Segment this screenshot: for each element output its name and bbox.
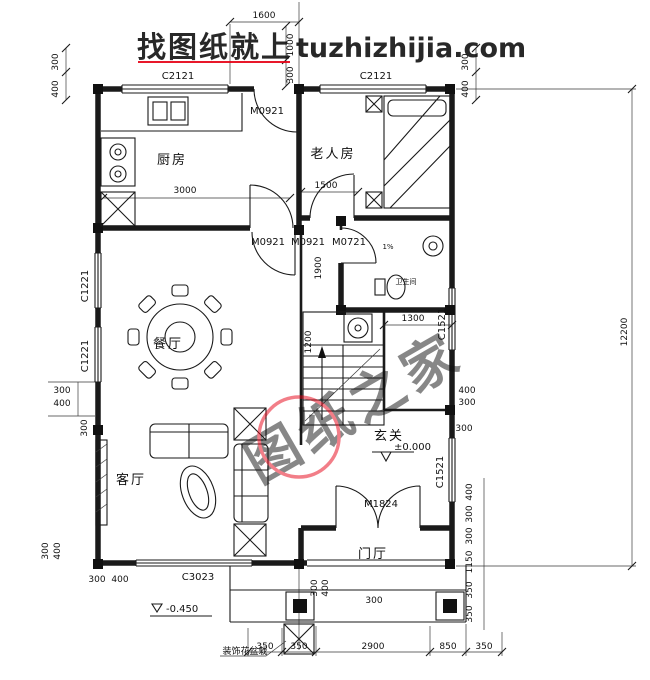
- tag-m0721: M0721: [332, 237, 366, 248]
- dim-right-300c: 300: [465, 505, 475, 522]
- watermarks: 找图纸就上 tuzhizhijia.com: [137, 30, 526, 64]
- dim-bottom-350b: 350: [290, 642, 307, 652]
- note-planter: 装饰花盆栽: [222, 645, 267, 657]
- dim-bottom-400a: 400: [321, 579, 331, 596]
- dim-right-300b: 300: [455, 424, 472, 434]
- dim-top-300a: 300: [286, 66, 296, 83]
- dim-left-300c: 300: [41, 542, 51, 559]
- room-label-kitchen: 厨房: [157, 152, 187, 168]
- tag-c3023: C3023: [182, 572, 214, 583]
- dimension-lines: [48, 2, 637, 657]
- note-slope: 1%: [382, 243, 393, 251]
- window-c1221-upper: [94, 252, 102, 309]
- dim-bottom-350a: 350: [256, 642, 273, 652]
- room-label-bath: 卫生间: [396, 277, 417, 286]
- tag-c1221-lower: C1221: [80, 340, 91, 372]
- tag-c1521-upper: C1521: [437, 308, 448, 340]
- door-m0921-kitchen: [249, 184, 294, 229]
- door-elder-room: [309, 173, 355, 219]
- room-label-hall: 门厅: [358, 547, 388, 562]
- dim-left-400a: 400: [53, 399, 70, 409]
- elevation-markers: [150, 451, 414, 617]
- dim-left-300a: 300: [53, 386, 70, 396]
- room-label-living: 客厅: [116, 472, 146, 488]
- dim-left-300b: 300: [80, 419, 90, 436]
- windows: [94, 84, 456, 567]
- dim-right-350a: 350: [465, 581, 475, 598]
- dim-inner-1200: 1200: [304, 330, 314, 353]
- dim-topright-300: 300: [461, 53, 471, 70]
- dim-bottom-300a: 300: [310, 579, 320, 596]
- bathroom-fixtures: [343, 235, 444, 343]
- dim-left-400c: 400: [111, 575, 128, 585]
- dim-topleft-400: 400: [51, 80, 61, 97]
- dim-right-1150: 1150: [465, 550, 475, 573]
- door-m0921-top: [253, 88, 298, 133]
- dining-table: [127, 284, 233, 390]
- window-c2121-right: [319, 84, 427, 94]
- dim-inner-3000: 3000: [174, 186, 197, 196]
- window-c2121-left: [121, 84, 229, 94]
- door-m1824-entry: [335, 485, 421, 529]
- dim-right-300d: 300: [465, 527, 475, 544]
- tag-m1824: M1824: [364, 499, 398, 510]
- tag-c1521-lower: C1521: [435, 456, 446, 488]
- stairs: [302, 311, 385, 426]
- labels: 厨房 老人房 餐厅 客厅 玄关 门厅 卫生间 C2121 C2121 M0921…: [41, 11, 630, 657]
- dim-bottom-2900: 2900: [362, 642, 385, 652]
- dim-top-1600: 1600: [253, 11, 276, 21]
- columns: [93, 84, 455, 569]
- tag-m0921-a: M0921: [251, 237, 285, 248]
- dim-inner-1500: 1500: [315, 181, 338, 191]
- kitchen-fixtures: [100, 93, 243, 227]
- tag-m0921-top: M0921: [250, 106, 284, 117]
- dim-inner-1300: 1300: [402, 314, 425, 324]
- level-ground: ±0.000: [394, 442, 431, 453]
- dim-inner-1900: 1900: [314, 256, 324, 279]
- living-room-furniture: [95, 407, 269, 557]
- doors: [249, 88, 421, 529]
- planter-box: [283, 623, 315, 655]
- dim-left-300d: 300: [88, 575, 105, 585]
- dim-top-1000: 1000: [286, 33, 296, 56]
- watermark-header-site: tuzhizhijia.com: [296, 33, 526, 64]
- dim-bottom-300b: 300: [365, 596, 382, 606]
- tag-c1221-upper: C1221: [80, 270, 91, 302]
- room-label-elder: 老人房: [310, 146, 355, 162]
- level-porch: -0.450: [166, 604, 198, 615]
- porch: [220, 566, 467, 657]
- watermark-header-cn: 找图纸就上: [137, 30, 292, 64]
- room-label-foyer: 玄关: [374, 429, 404, 444]
- dim-bottom-350c: 350: [475, 642, 492, 652]
- window-c1221-lower: [94, 326, 102, 383]
- dim-right-400b: 400: [465, 483, 475, 500]
- bed: [365, 95, 451, 209]
- tag-m0921-b: M0921: [291, 237, 325, 248]
- dim-right-12200: 12200: [620, 317, 630, 346]
- dim-bottom-850: 850: [439, 642, 456, 652]
- room-label-dining: 餐厅: [153, 336, 183, 352]
- watermark-stamp-circle: [257, 395, 341, 479]
- window-c1521-upper: [448, 287, 456, 351]
- tag-c2121-left: C2121: [162, 71, 194, 82]
- window-c1521-lower: [448, 437, 456, 503]
- dim-topleft-300: 300: [51, 53, 61, 70]
- window-c3023: [135, 559, 253, 567]
- dim-left-400b: 400: [53, 542, 63, 559]
- tag-c2121-right: C2121: [360, 71, 392, 82]
- dim-right-300a: 300: [458, 398, 475, 408]
- dim-topright-400: 400: [461, 80, 471, 97]
- dim-right-400a: 400: [458, 386, 475, 396]
- door-m0921-dining: [251, 231, 296, 276]
- door-m0721-bath: [340, 227, 377, 264]
- dim-right-350b: 350: [465, 605, 475, 622]
